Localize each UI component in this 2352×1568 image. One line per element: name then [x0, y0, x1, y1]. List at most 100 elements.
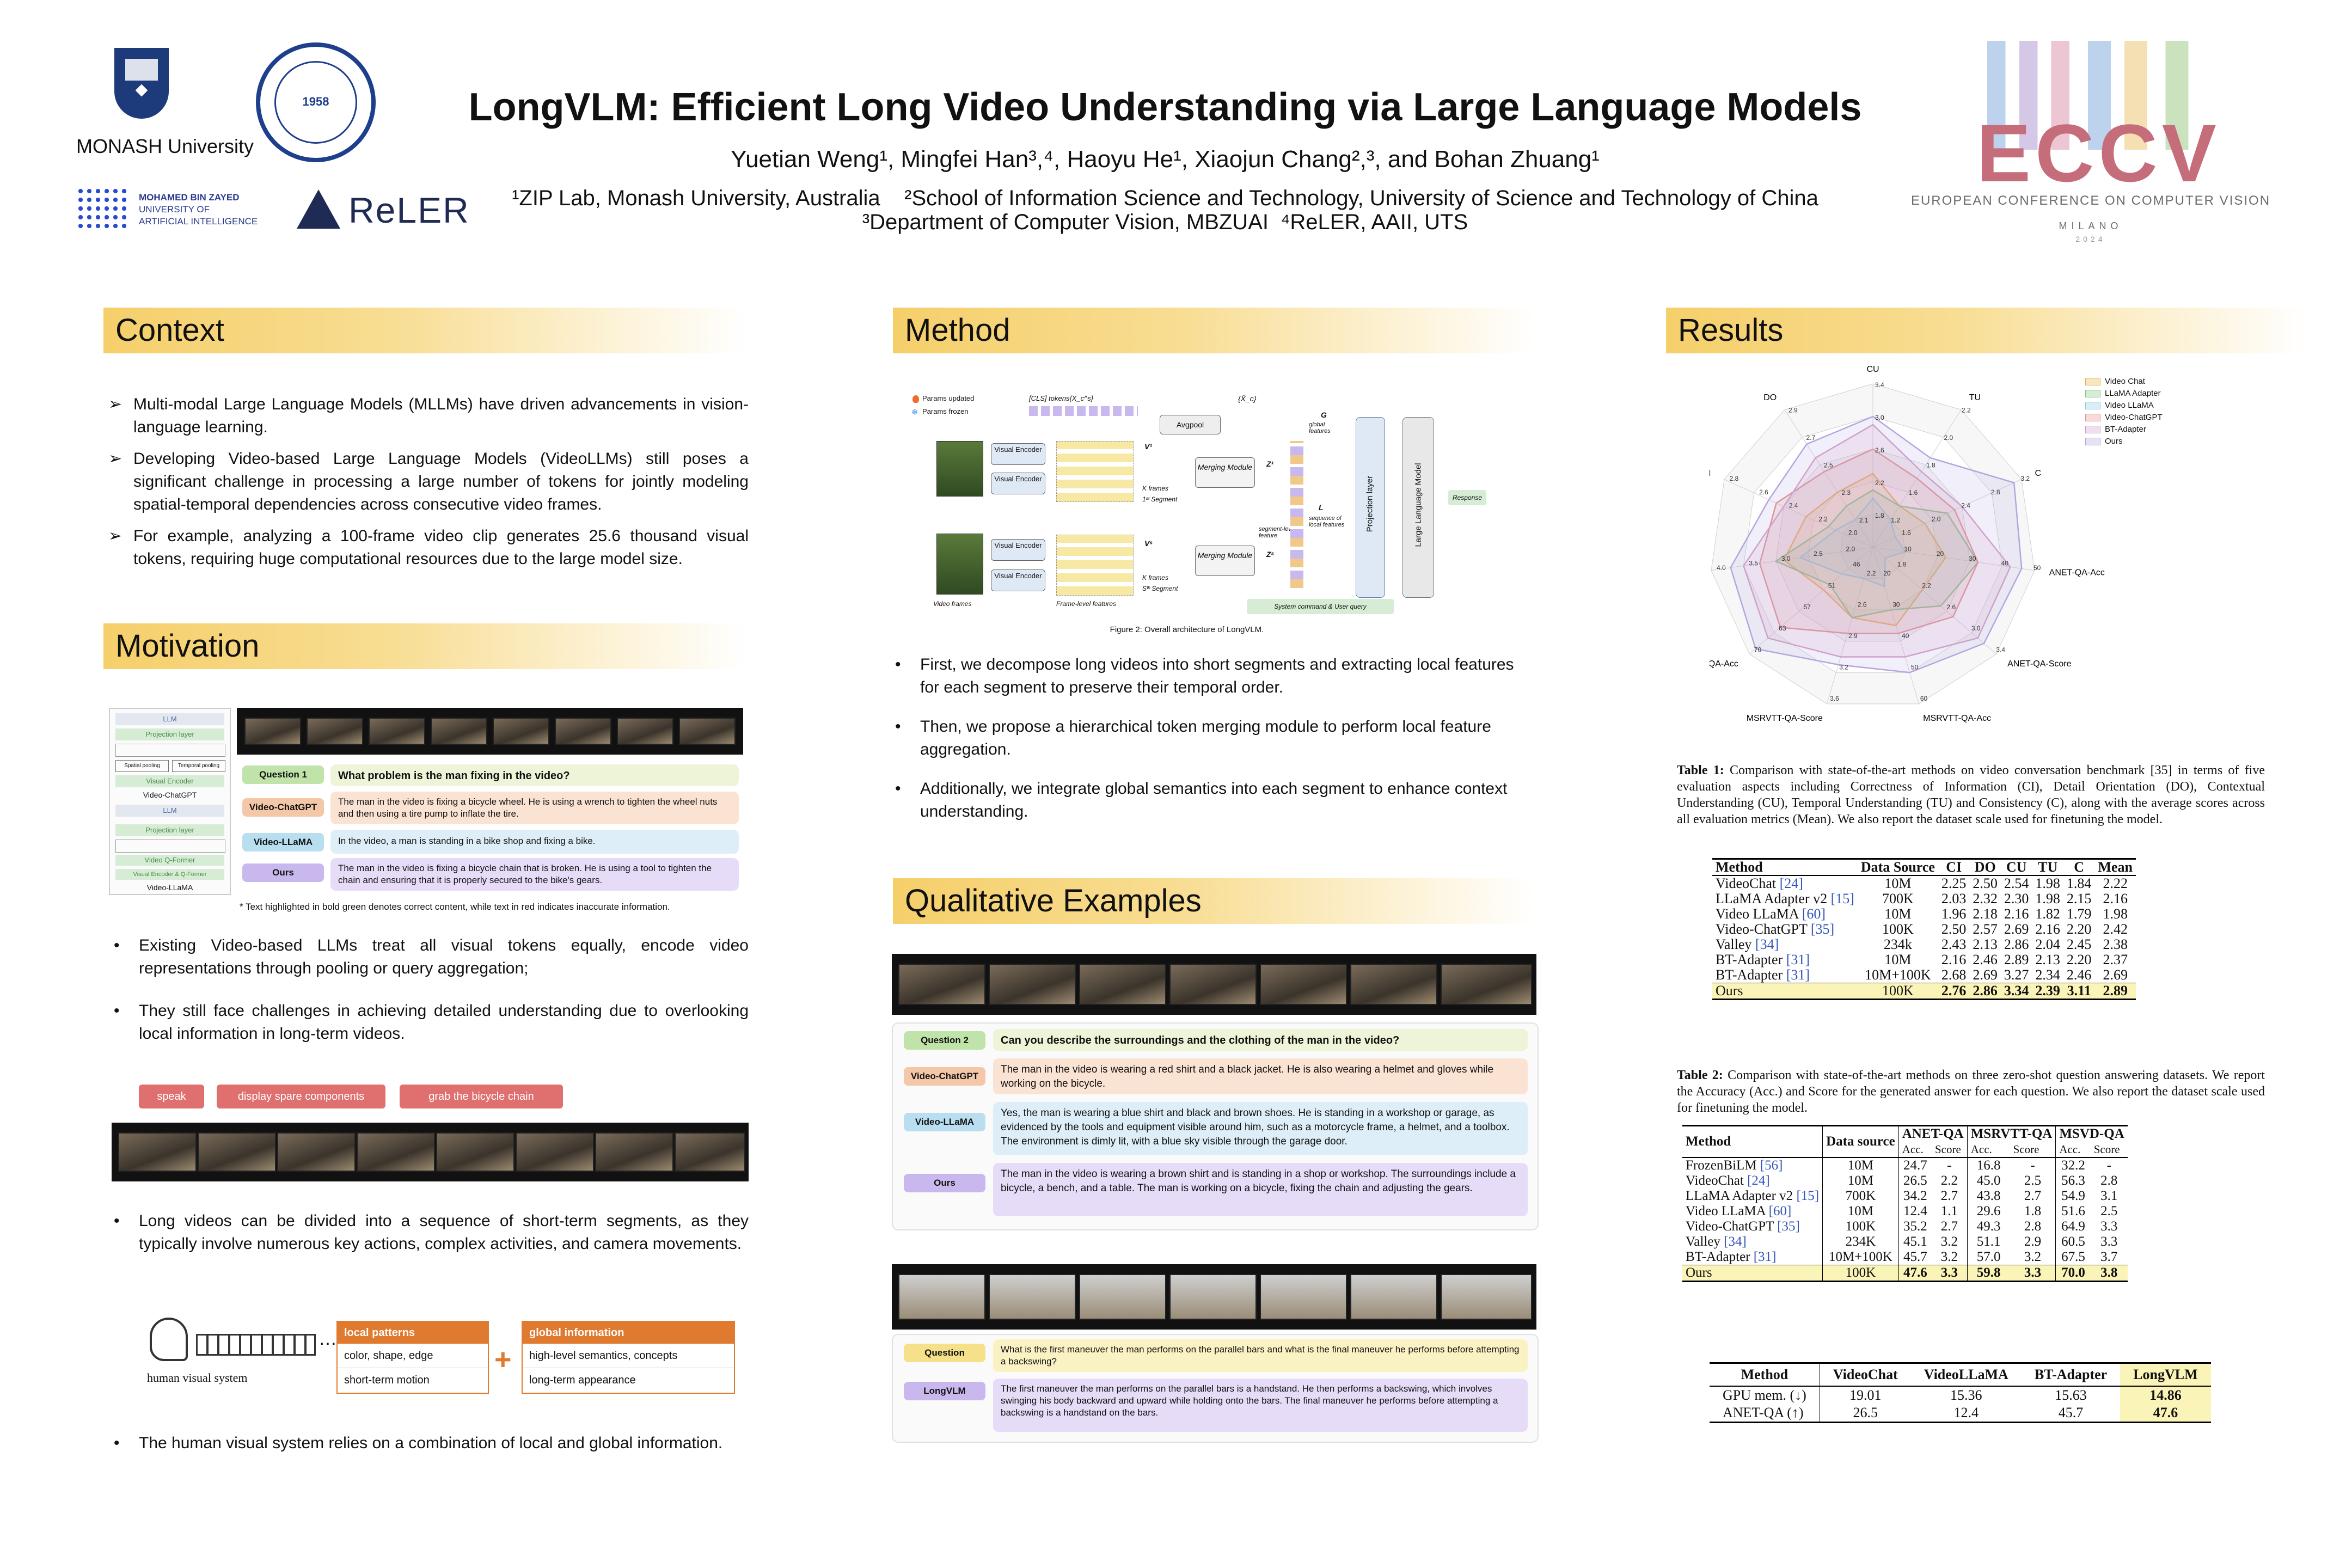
segment-s-label: Sᵗʰ Segment: [1142, 585, 1178, 592]
legend-entry: Ours: [2085, 436, 2172, 448]
radar-axis-label: MSRVTT-QA-Acc: [1923, 714, 1991, 723]
t1-head-cu: CU: [2006, 859, 2027, 875]
legend-frozen: Params frozen: [922, 407, 969, 415]
t2-value-cell: 12.4: [1903, 1204, 1927, 1218]
table1-caption: Table 1: Comparison with state-of-the-ar…: [1677, 763, 2265, 826]
plus-icon: +: [494, 1343, 512, 1376]
legend-swatch: [2085, 438, 2100, 446]
t1-value-cell: 2.69: [2103, 967, 2128, 983]
t2-method-cell: VideoChat [24]: [1682, 1173, 1823, 1189]
eccv-city: MILANO: [2059, 220, 2123, 231]
xc-label: {X̄_c}: [1238, 394, 1257, 403]
t1-value-cell: 2.34: [2035, 967, 2060, 983]
radar-spoke: [1711, 547, 1873, 571]
table1: Method Data Source CI DO CU TU C Mean Vi…: [1712, 858, 2136, 1000]
t2-sub: Score: [2093, 1143, 2120, 1156]
radar-tick-label: 10: [1904, 546, 1912, 553]
t3-value-cell: 19.01: [1849, 1387, 1882, 1403]
radar-tick-label: 3.0: [1971, 624, 1981, 632]
encoder-sa: Visual Encoder: [991, 539, 1045, 561]
arch-proj-2: Projection layer: [115, 824, 224, 836]
t3-value-cell: 45.7: [2058, 1405, 2084, 1420]
t2-value-cell: 3.3: [2100, 1219, 2118, 1234]
motivation-bullet-2: •They still face challenges in achieving…: [114, 1002, 749, 1043]
radar-tick-label: 3.0: [1875, 414, 1884, 421]
ex2-text-question: What is the first maneuver the man perfo…: [993, 1339, 1528, 1372]
t1-value-cell: 2.32: [1973, 891, 1998, 906]
t2-value-cell: 56.3: [2061, 1173, 2085, 1188]
radar-spoke: [1749, 547, 1873, 654]
radar-tick-label: 3.4: [1875, 381, 1884, 389]
t2-method-cell: Video-ChatGPT [35]: [1682, 1219, 1823, 1234]
t2-value-cell: 51.6: [2061, 1204, 2085, 1218]
motivation-bullet-1: •Existing Video-based LLMs treat all vis…: [114, 936, 749, 977]
t3-value-cell: 15.63: [2055, 1387, 2087, 1403]
t2-sub: Score: [1931, 1142, 1968, 1157]
t2-data-cell: 100K: [1822, 1219, 1899, 1234]
radar-tick-label: 1.8: [1897, 560, 1907, 568]
radar-tick-label: 1.2: [1891, 517, 1900, 524]
t2-value-cell: 51.1: [1976, 1234, 2001, 1249]
radar-series-polygon: [1798, 497, 1907, 587]
t1-value-cell: 2.16: [2103, 891, 2128, 906]
radar-tick-label: 2.5: [1824, 462, 1833, 469]
arch-name-1: Video-ChatGPT: [143, 791, 197, 799]
t2-method-cell: BT-Adapter [31]: [1682, 1250, 1823, 1265]
radar-tick-label: 50: [2033, 564, 2041, 572]
t1-data-cell: 700K: [1882, 891, 1914, 906]
eccv-logo: ECCV EUROPEAN CONFERENCE ON COMPUTER VIS…: [1906, 41, 2276, 248]
z1-label: Z¹: [1266, 460, 1274, 468]
t1-value-cell: 2.42: [2103, 921, 2128, 937]
t3-head-videollama: VideoLLaMA: [1924, 1367, 2008, 1382]
legend-swatch: [2085, 426, 2100, 434]
legend-label: LLaMA Adapter: [2105, 389, 2161, 398]
t2-value-cell: 2.9: [2010, 1234, 2056, 1250]
arch-llm-1: LLM: [115, 713, 224, 725]
bicycle-video-strip: [237, 708, 743, 755]
vs-label: Vˢ: [1144, 539, 1153, 548]
radar-tick-label: 3.0: [1781, 555, 1791, 562]
radar-spoke: [1724, 479, 1873, 548]
radar-tick-label: 2.0: [1944, 434, 1953, 442]
radar-axis-label: CI: [1710, 469, 1711, 478]
human-head-icon: [150, 1318, 188, 1361]
mbzuai-dots-icon: [76, 187, 131, 230]
radar-axis-label: TU: [1969, 393, 1981, 402]
t2-value-cell: -: [2010, 1157, 2056, 1173]
t2-value-cell: 1.8: [2010, 1204, 2056, 1219]
t2-data-cell: 10M: [1822, 1173, 1899, 1189]
t1-value-cell: 2.22: [2103, 875, 2128, 891]
t2-value-cell: 3.8: [2090, 1265, 2128, 1282]
t1-value-cell: 1.84: [2066, 875, 2092, 891]
method-bullet-3: •Additionally, we integrate global seman…: [895, 780, 1508, 820]
mbzuai-line-3: ARTIFICIAL INTELLIGENCE: [139, 216, 258, 226]
radar-series-polygon: [1743, 424, 2011, 658]
authors: Yuetian Weng¹, Mingfei Han³,⁴, Haoyu He¹…: [731, 146, 1600, 173]
radar-tick-label: 20: [1883, 569, 1891, 577]
ustc-year: 1958: [302, 95, 329, 108]
t2-data-cell: 10M: [1822, 1204, 1899, 1219]
motivation-footnote: * Text highlighted in bold green denotes…: [240, 902, 670, 912]
arch-proj-1: Projection layer: [115, 728, 224, 740]
monash-logo: MONASH University: [76, 48, 254, 173]
legend-swatch: [2085, 378, 2100, 386]
t1-value-cell: 2.30: [2004, 891, 2029, 906]
t1-method-cell: VideoChat [24]: [1716, 875, 1803, 891]
legend-swatch: [2085, 414, 2100, 422]
fire-icon: [912, 395, 919, 403]
radar-tick-label: 2.2: [1922, 582, 1931, 590]
t1-value-cell: 2.69: [1973, 967, 1998, 983]
local-item-1: color, shape, edge: [338, 1344, 488, 1368]
radar-axis-labels: CUTUCANET-QA-AccANET-QA-ScoreMSRVTT-QA-A…: [1710, 365, 2105, 723]
radar-axis-label: MSRVTT-QA-Score: [1747, 714, 1823, 723]
t2-value-cell: 32.2: [2061, 1158, 2085, 1173]
ex1-tag-videollama: Video-LLaMA: [904, 1113, 985, 1131]
